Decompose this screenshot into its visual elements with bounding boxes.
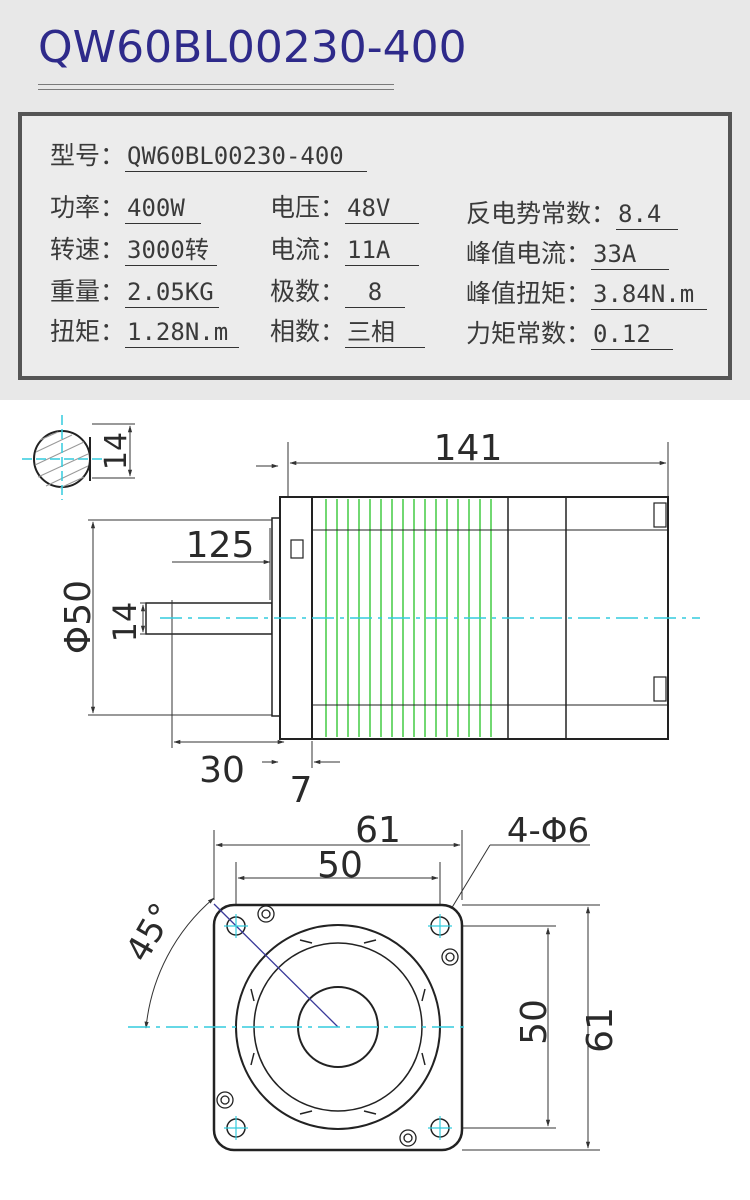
- spec-poles: 极数：8: [270, 272, 406, 308]
- angle-arc: [144, 897, 215, 1029]
- spec-peak-current-label: 峰值电流：: [466, 239, 592, 268]
- spec-current-label: 电流：: [270, 235, 346, 264]
- spec-speed: 转速：3000转: [50, 230, 218, 266]
- spec-torque-constant: 力矩常数：0.12: [466, 314, 674, 350]
- spec-model-value: QW60BL00230-400: [125, 141, 368, 172]
- dim-front-height: 61: [580, 1007, 621, 1053]
- spec-weight-label: 重量：: [50, 277, 126, 306]
- spec-peak-torque-value: 3.84N.m: [591, 279, 708, 310]
- dim-angle: 45°: [118, 896, 183, 968]
- end-cap-screw: [653, 502, 667, 528]
- hole-centerlines: [224, 914, 452, 1140]
- dim-holes: 4-Φ6: [507, 811, 589, 851]
- spec-power: 功率：400W: [50, 188, 202, 224]
- spec-model: 型号：QW60BL00230-400: [50, 136, 368, 172]
- dim-length-125: 125: [186, 525, 255, 566]
- spec-weight-value: 2.05KG: [125, 277, 220, 308]
- spec-voltage-value: 48V: [345, 193, 420, 224]
- shaft-section-view: 14: [22, 415, 135, 500]
- title-underline: [38, 84, 394, 85]
- spec-voltage: 电压：48V: [270, 188, 420, 224]
- spec-voltage-label: 电压：: [270, 193, 346, 222]
- spec-torque-constant-label: 力矩常数：: [466, 319, 592, 348]
- spec-phases: 相数：三相: [270, 312, 426, 348]
- dim-shaft-length: 30: [199, 750, 245, 791]
- spec-model-label: 型号：: [50, 141, 126, 170]
- spec-torque-constant-value: 0.12: [591, 319, 674, 350]
- dim-flange-thickness: 7: [290, 770, 313, 811]
- spec-power-label: 功率：: [50, 193, 126, 222]
- spec-speed-value: 3000转: [125, 235, 218, 266]
- spec-torque-label: 扭矩：: [50, 317, 126, 346]
- motor-front-view: 61 50 4-Φ6 45° 50 61: [118, 810, 621, 1152]
- spec-torque-value: 1.28N.m: [125, 317, 240, 348]
- dim-shaft-section: 14: [99, 432, 134, 470]
- spec-phases-value: 三相: [345, 317, 426, 348]
- spec-weight: 重量：2.05KG: [50, 272, 220, 308]
- flange-screws: [216, 905, 459, 1147]
- spec-peak-torque-label: 峰值扭矩：: [466, 279, 592, 308]
- title-underline-secondary: [38, 89, 394, 90]
- dim-total-length: 141: [434, 428, 503, 469]
- spec-power-value: 400W: [125, 193, 202, 224]
- spec-peak-current: 峰值电流：33A: [466, 234, 670, 270]
- dim-front-width: 61: [355, 810, 401, 851]
- spec-torque: 扭矩：1.28N.m: [50, 312, 240, 348]
- dim-hole-spacing-h: 50: [317, 845, 363, 886]
- spec-back-emf-label: 反电势常数：: [466, 199, 617, 228]
- dim-shaft-diameter: 14: [106, 602, 144, 643]
- spec-poles-label: 极数：: [270, 277, 346, 306]
- spec-current-value: 11A: [345, 235, 420, 266]
- spec-peak-torque: 峰值扭矩：3.84N.m: [466, 274, 708, 310]
- spec-phases-label: 相数：: [270, 317, 346, 346]
- spec-panel: 型号：QW60BL00230-400 功率：400W 转速：3000转 重量：2…: [18, 112, 732, 380]
- diagonal-line: [213, 903, 339, 1028]
- spec-poles-value: 8: [345, 277, 406, 308]
- flange-boss: [271, 517, 281, 717]
- spec-current: 电流：11A: [270, 230, 420, 266]
- spec-peak-current-value: 33A: [591, 239, 670, 270]
- dim-hole-spacing-v: 50: [514, 999, 555, 1045]
- ring-slots: [250, 939, 426, 1115]
- motor-side-view: 141 125 Φ50 14 30 7: [58, 428, 700, 811]
- end-cap-screw: [653, 676, 667, 702]
- shaft-section-hatch: [34, 431, 89, 489]
- flange-screw: [290, 539, 304, 559]
- spec-back-emf: 反电势常数：8.4: [466, 194, 679, 230]
- page-title: QW60BL00230-400: [38, 22, 467, 73]
- spec-speed-label: 转速：: [50, 235, 126, 264]
- spec-back-emf-value: 8.4: [616, 199, 679, 230]
- dim-flange-diameter: Φ50: [58, 580, 99, 654]
- dimension-drawing: 14 141 125 Φ50 14 30: [22, 415, 700, 1152]
